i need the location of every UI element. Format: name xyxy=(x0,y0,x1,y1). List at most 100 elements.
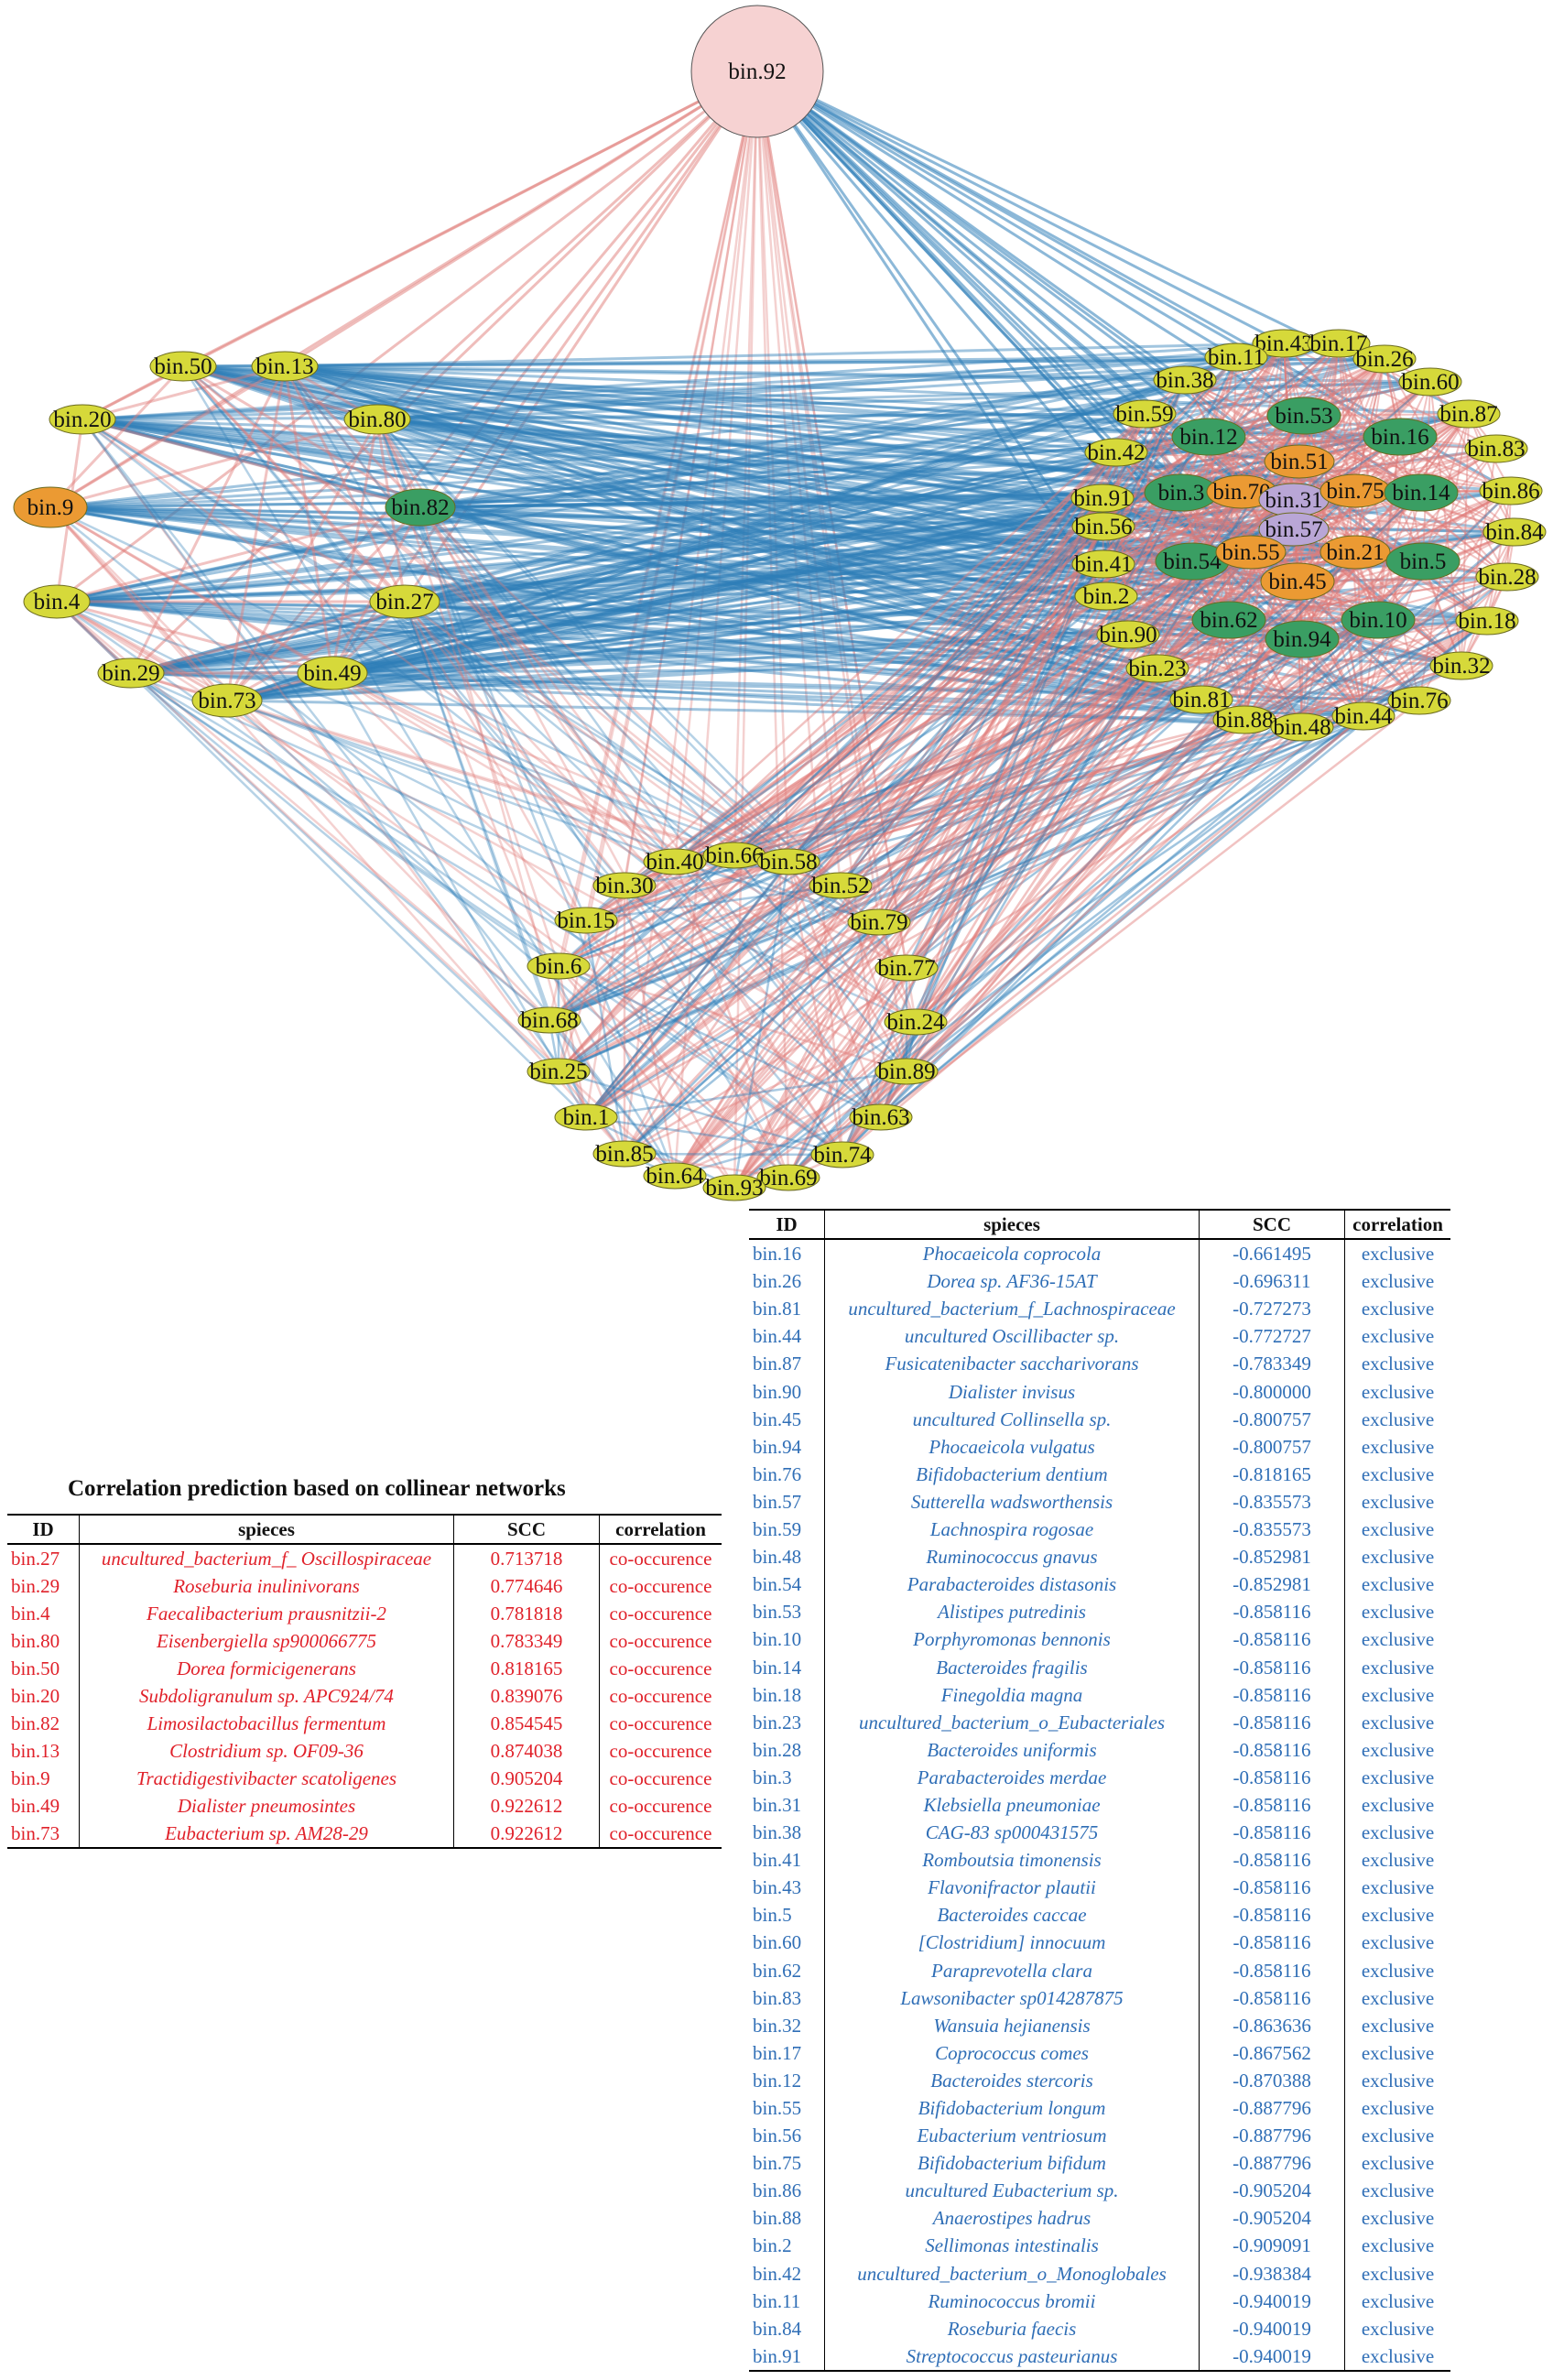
network-edge xyxy=(557,965,588,1118)
network-edge xyxy=(906,499,1295,969)
network-edge xyxy=(1301,448,1497,728)
network-edge xyxy=(623,861,790,1155)
network-edge xyxy=(558,526,1104,1072)
row-species: Bacteroides stercoris xyxy=(824,2066,1200,2094)
node-shape xyxy=(1482,517,1547,547)
network-edge xyxy=(404,525,1104,603)
node-label: bin.3 xyxy=(1158,481,1205,505)
node-bin-74: bin.74 xyxy=(810,1141,874,1168)
row-species: Roseburia faecis xyxy=(824,2314,1200,2342)
network-edge xyxy=(1200,581,1298,701)
network-edge xyxy=(81,418,560,1072)
row-correlation: exclusive xyxy=(1344,2066,1450,2094)
row-species: Bifidobacterium bifidum xyxy=(824,2149,1200,2178)
network-edge xyxy=(182,364,1186,382)
row-correlation: exclusive xyxy=(1344,1543,1450,1571)
node-label: bin.86 xyxy=(1482,479,1539,504)
network-edge xyxy=(225,418,379,701)
node-shape xyxy=(191,683,263,718)
network-edge xyxy=(906,726,1303,1072)
row-correlation: exclusive xyxy=(1344,1983,1450,2012)
network-edge xyxy=(226,700,789,1179)
network-edge xyxy=(56,550,1356,603)
col-header-id: ID xyxy=(776,1213,798,1235)
row-correlation: exclusive xyxy=(1344,2177,1450,2205)
row-species: uncultured_bacterium_o_Eubacteriales xyxy=(824,1708,1200,1736)
network-edge xyxy=(787,861,883,1118)
network-edge xyxy=(1461,531,1515,667)
network-edge xyxy=(81,418,1245,722)
network-edge xyxy=(673,861,790,1179)
network-edge xyxy=(756,70,1146,416)
row-species: Clostridium sp. OF09-36 xyxy=(79,1737,454,1765)
network-edge xyxy=(1283,342,1497,450)
network-edge xyxy=(1144,413,1230,621)
row-species: Streptococcus pasteurianus xyxy=(824,2342,1200,2371)
row-scc: -0.818165 xyxy=(1199,1460,1345,1488)
node-label: bin.42 xyxy=(1087,440,1145,465)
network-edge xyxy=(56,601,587,1118)
network-edge xyxy=(787,497,1103,863)
network-edge xyxy=(756,70,1470,416)
network-edge xyxy=(624,560,1424,887)
network-edge xyxy=(787,447,1497,864)
node-bin-66: bin.66 xyxy=(702,842,766,869)
network-edge xyxy=(1127,634,1364,717)
network-edge xyxy=(1301,531,1515,640)
network-edge xyxy=(49,506,625,1155)
network-edge xyxy=(331,460,1300,675)
network-edge xyxy=(331,435,1401,675)
network-edge xyxy=(81,418,1182,494)
network-edge xyxy=(1283,342,1422,494)
network-edge xyxy=(674,497,1103,863)
node-shape xyxy=(1204,342,1268,372)
row-correlation: exclusive xyxy=(1344,1405,1450,1433)
network-edge xyxy=(1354,358,1385,553)
network-edge xyxy=(49,505,789,864)
network-edge xyxy=(331,671,676,864)
network-edge xyxy=(756,70,1237,359)
network-edge xyxy=(284,357,1385,368)
row-correlation: exclusive xyxy=(1344,2122,1450,2150)
row-correlation: co-occurence xyxy=(599,1572,722,1600)
row-id: bin.43 xyxy=(753,1876,802,1899)
row-id: bin.2 xyxy=(753,2234,792,2257)
network-edge xyxy=(419,505,1515,534)
network-edge xyxy=(376,418,1295,531)
row-scc: -0.858116 xyxy=(1199,1708,1345,1736)
network-edge xyxy=(56,550,1252,603)
node-shape xyxy=(1125,654,1189,683)
node-bin-24: bin.24 xyxy=(884,1008,948,1036)
network-edge xyxy=(130,671,559,968)
network-edge xyxy=(585,451,1117,1118)
table-title: Correlation prediction based on collinea… xyxy=(68,1476,566,1501)
row-species: Flavonifractor plautii xyxy=(824,1874,1200,1902)
network-edge xyxy=(1102,563,1379,621)
network-edge xyxy=(1144,413,1158,669)
network-edge xyxy=(674,860,917,1024)
network-edge xyxy=(56,600,1420,702)
network-edge xyxy=(1200,342,1285,701)
network-edge xyxy=(755,71,883,1118)
network-edge xyxy=(284,364,1470,416)
network-edge xyxy=(376,412,1146,421)
row-species: uncultured Eubacterium sp. xyxy=(824,2177,1200,2205)
network-edge xyxy=(733,531,1515,1189)
network-edge xyxy=(585,1070,907,1119)
network-edge xyxy=(376,418,1182,494)
network-edge xyxy=(182,365,789,863)
network-edge xyxy=(558,413,1146,1072)
network-edge xyxy=(182,365,882,1118)
network-edge xyxy=(331,506,422,674)
node-shape xyxy=(527,952,591,980)
network-edge xyxy=(331,491,1182,675)
